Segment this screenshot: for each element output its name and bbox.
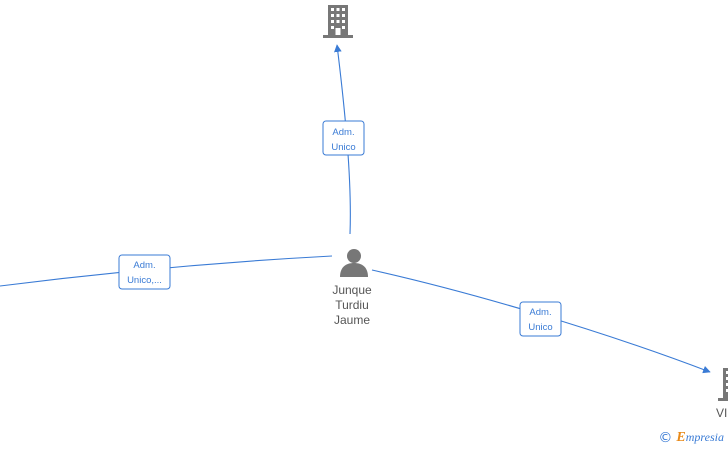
top-company-node[interactable] xyxy=(323,5,353,38)
center-person-node[interactable]: Junque Turdiu Jaume xyxy=(332,249,372,327)
brand-initial: E xyxy=(676,430,686,445)
brand-footer[interactable]: © Empresia xyxy=(658,430,724,446)
edge-label-left[interactable]: Adm. Unico,... xyxy=(118,254,171,290)
edge-label-top-line-1: Adm. xyxy=(332,127,354,138)
edge-label-top[interactable]: Adm. Unico xyxy=(322,120,365,156)
person-icon xyxy=(340,249,368,277)
edge-label-right-line-2: Unico xyxy=(528,322,552,333)
building-icon xyxy=(718,368,728,401)
edge-label-right-line-1: Adm. xyxy=(529,307,551,318)
person-name-line-1: Junque xyxy=(332,283,372,297)
edge-label-right[interactable]: Adm. Unico xyxy=(519,301,562,337)
edge-label-top-line-2: Unico xyxy=(331,142,355,153)
copyright-icon: © xyxy=(658,430,673,446)
edge-label-left-line-1: Adm. xyxy=(133,260,155,271)
person-name-line-2: Turdiu xyxy=(335,298,369,312)
edge-label-left-line-2: Unico,... xyxy=(127,275,162,286)
brand-logo: Empresia xyxy=(676,430,724,446)
bottom-right-company-label: VI xyxy=(716,406,727,420)
building-icon xyxy=(323,5,353,38)
brand-name-rest: mpresia xyxy=(685,430,724,444)
bottom-right-company-node[interactable]: VI xyxy=(716,368,728,420)
person-name-line-3: Jaume xyxy=(334,313,370,327)
